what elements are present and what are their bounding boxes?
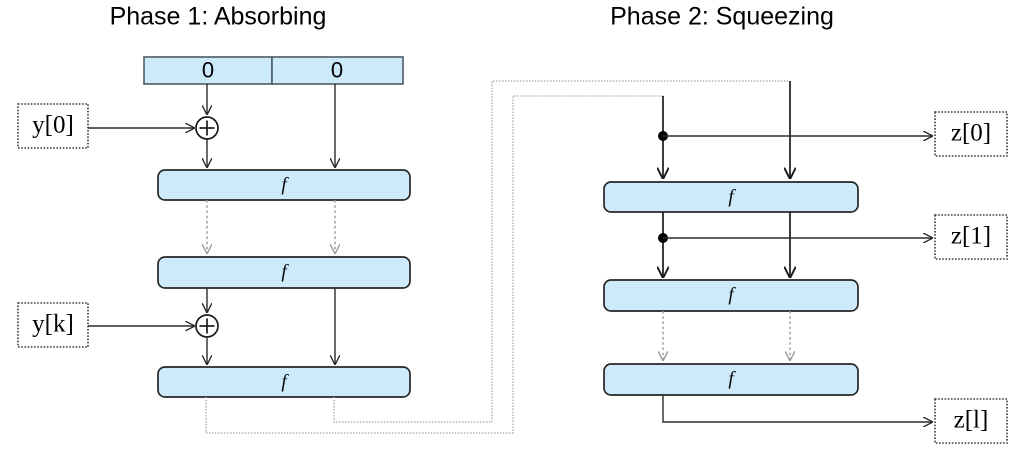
feedback-path-capacity [333,80,790,423]
xor-top [195,116,219,140]
phase2-f-block-3-label: f [728,368,736,389]
phase1-f-block-3-box [157,366,411,398]
state-register-rate-cell [143,56,273,85]
output-z1-box [934,214,1008,260]
state-register: 0 0 [143,56,404,85]
input-yk-label: y[k] [32,311,74,338]
output-z0-box [934,111,1008,157]
phase2-f-block-3-box [603,363,859,396]
output-z1-label: z[1] [951,223,991,250]
output-z0-label: z[0] [951,120,991,147]
output-zl-box [934,398,1008,444]
phase1-title: Phase 1: Absorbing [110,3,327,31]
input-yk-box [17,302,89,348]
output-z1: z[1] [934,214,1008,260]
xor-bottom [195,314,219,338]
phase2-f-block-3: f [603,363,859,396]
feedback-path-rate [205,95,663,434]
phase2-f-block-1: f [603,181,859,213]
zl-output-line [662,395,932,422]
phase2-f-block-2-label: f [728,284,736,305]
phase1-f-block-3: f [157,366,411,398]
phase1-f-block-2-box [157,256,411,289]
phase2-f-block-2-box [603,279,859,312]
phase2-f-block-2: f [603,279,859,312]
phase2-f-block-1-label: f [728,186,736,207]
phase2-title: Phase 2: Squeezing [610,3,834,31]
phase1-f-block-1-box [157,169,411,201]
input-y0-box [17,103,89,149]
rate-cell-label: 0 [202,57,214,82]
output-zl: z[l] [934,398,1008,444]
input-y0-label: y[0] [32,112,74,139]
phase1-f-block-1: f [157,169,411,201]
input-y0: y[0] [17,103,89,149]
state-register-capacity-cell [271,56,404,85]
phase1-f-block-3-label: f [281,371,289,392]
output-z0: z[0] [934,111,1008,157]
phase1-f-block-2-label: f [281,261,289,282]
phase1-f-block-1-label: f [281,174,289,195]
input-yk: y[k] [17,302,89,348]
output-zl-label: z[l] [954,407,989,434]
phase2-f-block-1-box [603,181,859,213]
phase1-f-block-2: f [157,256,411,289]
capacity-cell-label: 0 [331,57,343,82]
